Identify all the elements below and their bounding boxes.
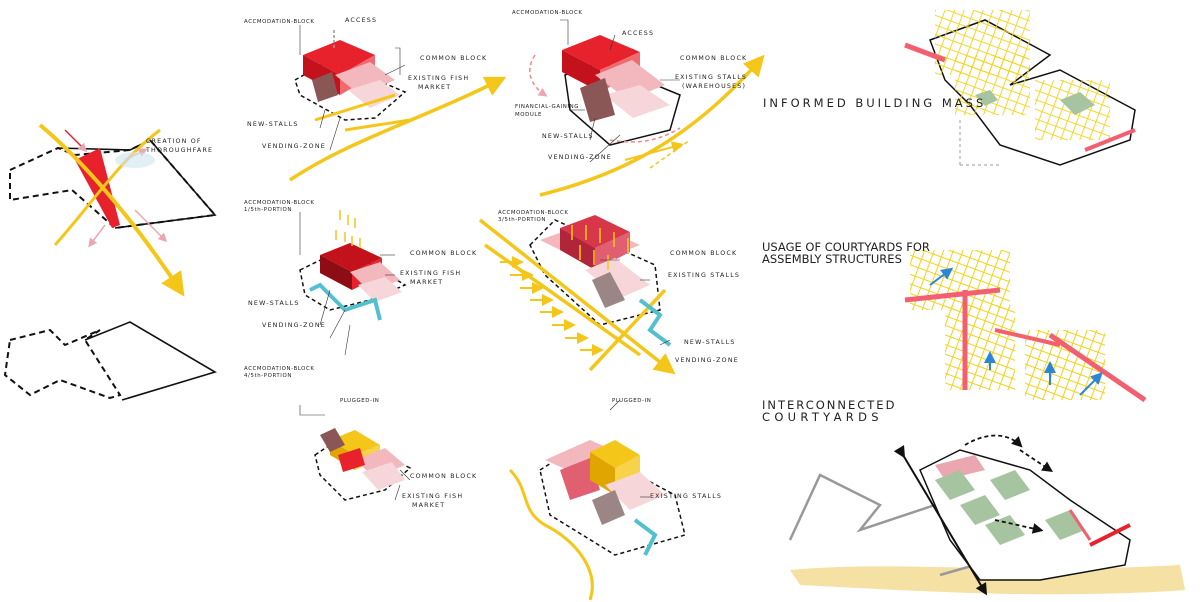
heading-usage-line1: USAGE OF COURTYARDS FOR — [762, 240, 930, 254]
massing-mid-left — [299, 210, 407, 321]
bl-portion-label: 4/5th-PORTION — [244, 373, 292, 379]
site-plan-outline — [3, 321, 217, 401]
ml-stalls-label: NEW-STALLS — [248, 300, 300, 307]
tr-common-label: COMMON BLOCK — [680, 55, 748, 62]
massing-top-left — [289, 30, 507, 182]
leader-lines — [299, 19, 680, 501]
massing-top-right — [529, 35, 765, 197]
tr-stalls-label-line1: EXISTING STALLS — [675, 74, 748, 81]
bl-common-label: COMMON BLOCK — [410, 473, 478, 480]
bl-fish-label-line1: EXISTING FISH — [402, 493, 464, 500]
massing-bot-left — [314, 428, 412, 501]
tl-fish-label-line2: MARKET — [418, 84, 452, 91]
mr-accomodation-label: ACCMODATION-BLOCK — [498, 210, 569, 216]
thoroughfare-label-line1: CREATION OF — [146, 138, 202, 145]
ml-fish-label-line1: EXISTING FISH — [400, 270, 462, 277]
mr-new-stalls-label: NEW-STALLS — [684, 339, 736, 346]
mr-common-label: COMMON BLOCK — [670, 250, 738, 257]
tr-new-stalls-label: NEW-STALLS — [542, 133, 594, 140]
tl-access-label: ACCESS — [345, 17, 378, 24]
bl-accomodation-label: ACCMODATION-BLOCK — [244, 366, 315, 372]
tl-stalls-label: NEW-STALLS — [247, 121, 299, 128]
tr-access-label: ACCESS — [622, 30, 655, 37]
massing-bot-right — [508, 440, 686, 601]
heading-usage-line2: ASSEMBLY STRUCTURES — [762, 252, 902, 266]
site-plan-thoroughfare — [9, 123, 217, 297]
interconnected-courtyards-axo — [788, 434, 1185, 596]
tr-accomodation-label: ACCMODATION-BLOCK — [512, 10, 583, 16]
heading-interconnected-line1: INTERCONNECTED — [762, 398, 897, 412]
bl-fish-label-line2: MARKET — [412, 502, 446, 509]
mr-stalls-label: EXISTING STALLS — [668, 272, 741, 279]
tl-vending-label: VENDING-ZONE — [262, 143, 326, 150]
bl-plugged-label: PLUGGED-IN — [340, 398, 380, 404]
ml-accomodation-label: ACCMODATION-BLOCK — [244, 200, 315, 206]
br-plugged-label: PLUGGED-IN — [612, 398, 652, 404]
massing-mid-right — [478, 215, 676, 375]
tl-fish-label-line1: EXISTING FISH — [408, 75, 470, 82]
ml-common-label: COMMON BLOCK — [410, 250, 478, 257]
heading-interconnected-line2: COURTYARDS — [762, 410, 883, 424]
thoroughfare-label-line2: THOROUGHFARE — [146, 147, 214, 154]
tr-financial-label-line1: FINANCIAL-GAINING — [515, 104, 580, 110]
ml-fish-label-line2: MARKET — [410, 279, 444, 286]
tr-vending-label: VENDING-ZONE — [548, 154, 612, 161]
ml-portion-label: 1/5th-PORTION — [244, 207, 292, 213]
tl-common-label: COMMON BLOCK — [420, 55, 488, 62]
mr-vending-label: VENDING-ZONE — [675, 357, 739, 364]
mr-portion-label: 3/5th-PORTION — [498, 217, 546, 223]
br-stalls-label: EXISTING STALLS — [650, 493, 723, 500]
courtyard-assembly-axo — [904, 250, 1147, 403]
tl-accomodation-label: ACCMODATION-BLOCK — [244, 19, 315, 25]
informed-mass-axo — [904, 10, 1136, 166]
tr-stalls-label-line2: (WAREHOUSES) — [682, 83, 747, 90]
ml-vending-label: VENDING-ZONE — [262, 322, 326, 329]
heading-informed-mass: INFORMED BUILDING MASS — [763, 96, 987, 110]
tr-financial-label-line2: MODULE — [515, 112, 542, 118]
